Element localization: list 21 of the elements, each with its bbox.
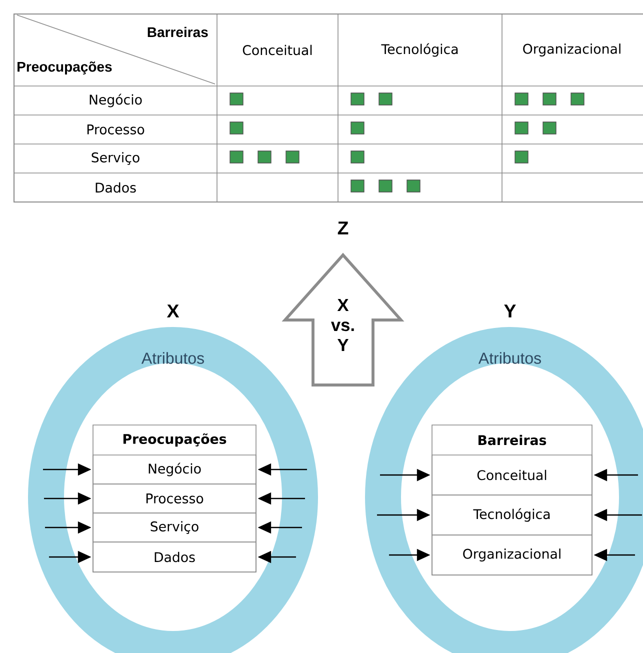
table-cell: Conceitual [242,44,312,56]
table-cell: Dados [96,182,136,193]
table-row: Processo [92,484,256,514]
table-row: Conceitual [432,454,592,496]
table-row: Tecnológica [432,494,592,536]
ring-label: Atributos [141,352,204,364]
table-cell: Organizacional [523,44,620,56]
table-row: Organizacional [432,534,592,576]
heading: X [166,304,180,318]
table-cell: Tecnológica [381,43,458,57]
ring-label: Atributos [478,352,541,364]
table-cell: Serviço [92,152,140,165]
heading: Y [504,304,516,318]
table-cell: Processo [87,124,144,134]
table-cell: Barreiras [148,26,208,38]
heading: Z [338,222,348,234]
table-row: Dados [92,542,256,572]
table-row: Negócio [92,454,256,484]
table-row: Serviço [92,512,256,542]
table-cell: Negócio [90,94,142,108]
table-cell: Preocupações [18,62,112,74]
